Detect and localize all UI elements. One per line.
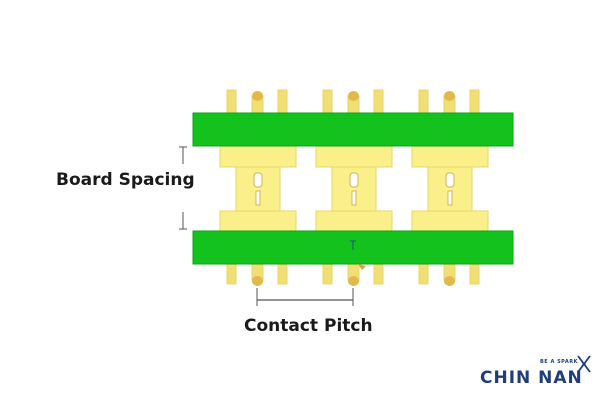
contact-pitch-label: Contact Pitch <box>244 316 373 336</box>
logo-name: CHIN NAN <box>480 368 583 388</box>
spark-star-icon <box>577 355 591 373</box>
top-board <box>192 112 514 147</box>
contact-pitch-dimension <box>256 288 354 306</box>
board-spacing-dimension <box>179 146 187 230</box>
logo-tagline: BE A SPARK <box>540 359 578 365</box>
brand-logo: BE A SPARK CHIN NAN <box>480 354 592 392</box>
connector-unit-2 <box>315 89 393 286</box>
connector-unit-3 <box>411 89 489 286</box>
board-spacing-label: Board Spacing <box>56 170 195 190</box>
